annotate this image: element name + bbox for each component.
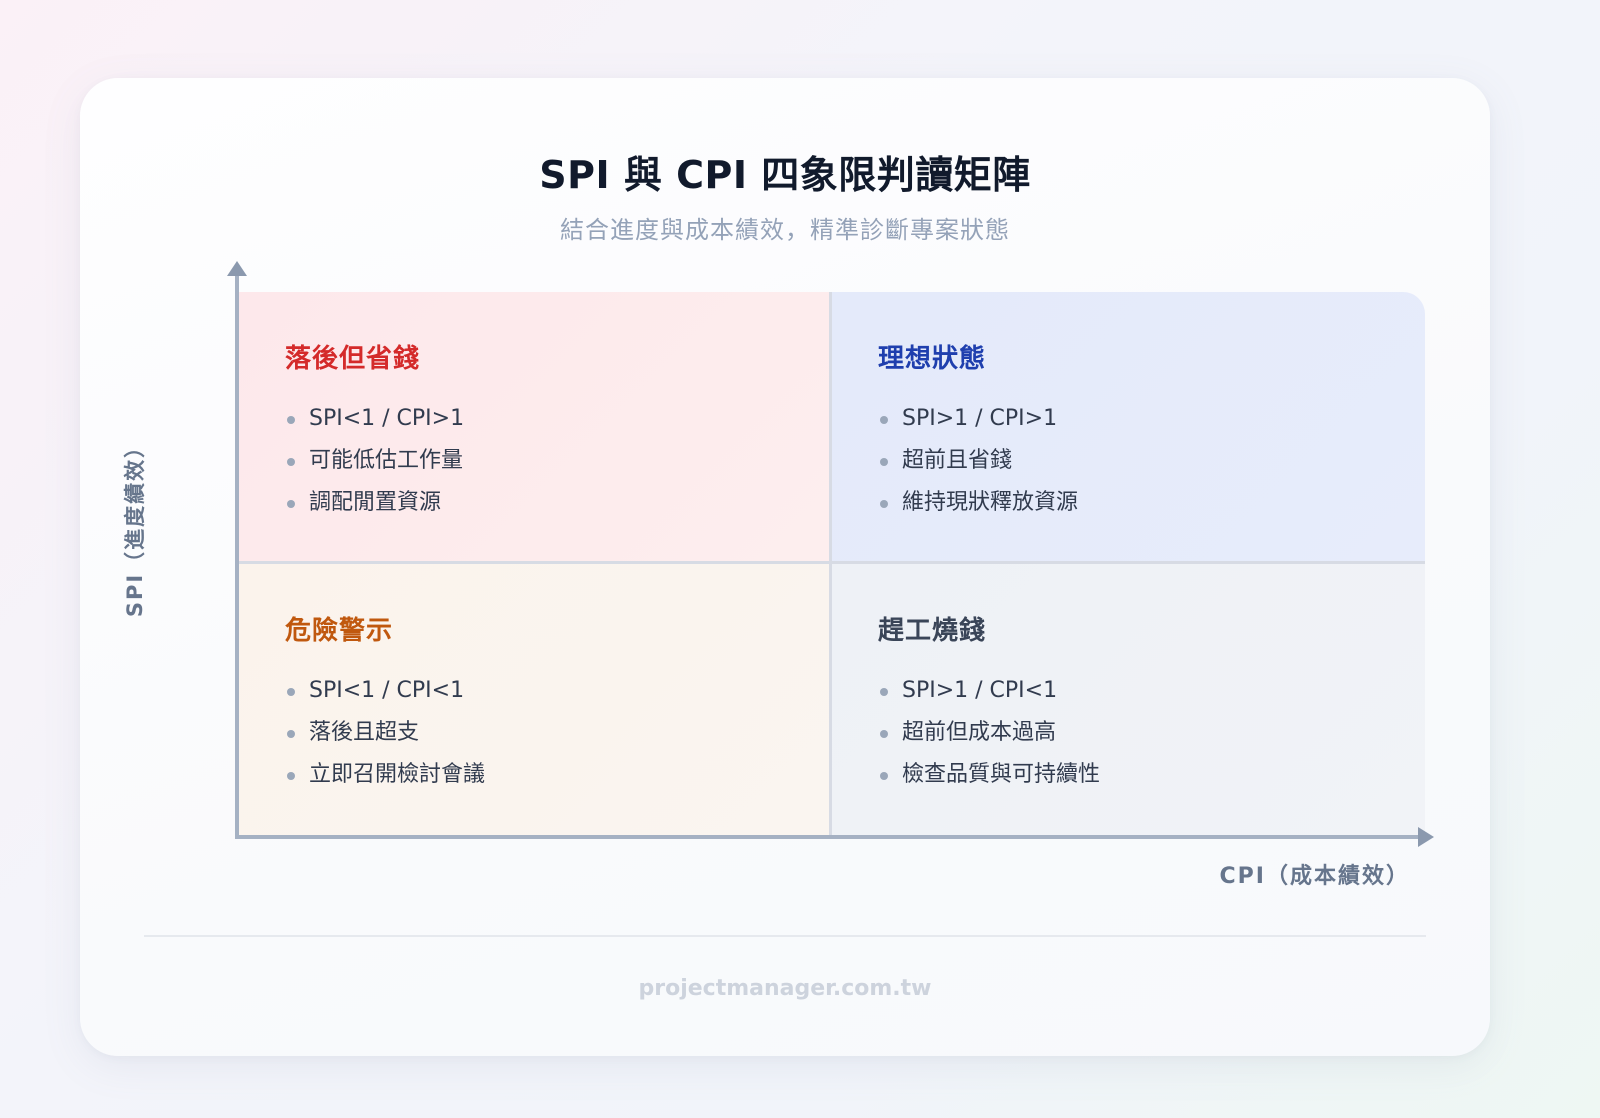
list-item: 檢查品質與可持續性: [878, 759, 1425, 801]
page-title: SPI 與 CPI 四象限判讀矩陣: [539, 153, 1031, 197]
quadrant-top-right: 理想狀態 SPI>1 / CPI>1 超前且省錢 維持現狀釋放資源: [832, 292, 1425, 564]
quadrant-list: SPI<1 / CPI>1 可能低估工作量 調配閒置資源: [285, 403, 829, 529]
y-axis-line: [235, 274, 239, 838]
quadrant-title: 理想狀態: [878, 344, 987, 374]
quadrant-bottom-right: 趕工燒錢 SPI>1 / CPI<1 超前但成本過高 檢查品質與可持續性: [832, 564, 1425, 837]
quadrant-list: SPI<1 / CPI<1 落後且超支 立即召開檢討會議: [285, 675, 829, 801]
arrow-right-icon: [1418, 827, 1434, 847]
page-subtitle: 結合進度與成本績效，精準診斷專案狀態: [560, 216, 1010, 244]
list-item: 維持現狀釋放資源: [878, 487, 1425, 529]
quadrant-title: 趕工燒錢: [878, 616, 987, 646]
quadrant-bottom-left: 危險警示 SPI<1 / CPI<1 落後且超支 立即召開檢討會議: [239, 564, 832, 837]
list-item: 調配閒置資源: [285, 487, 829, 529]
list-item: 超前且省錢: [878, 445, 1425, 487]
list-item: 立即召開檢討會議: [285, 759, 829, 801]
x-axis-line: [235, 835, 1420, 839]
quadrant-list: SPI>1 / CPI<1 超前但成本過高 檢查品質與可持續性: [878, 675, 1425, 801]
list-item: SPI<1 / CPI<1: [285, 675, 829, 717]
list-item: SPI>1 / CPI<1: [878, 675, 1425, 717]
quadrant-grid: 落後但省錢 SPI<1 / CPI>1 可能低估工作量 調配閒置資源 理想狀態 …: [239, 292, 1425, 837]
quadrant-title: 落後但省錢: [285, 344, 421, 374]
list-item: SPI>1 / CPI>1: [878, 403, 1425, 445]
quadrant-list: SPI>1 / CPI>1 超前且省錢 維持現狀釋放資源: [878, 403, 1425, 529]
list-item: 落後且超支: [285, 717, 829, 759]
x-axis-label: CPI（成本績效）: [1219, 864, 1410, 889]
footer-divider: [144, 935, 1426, 937]
matrix-card: SPI 與 CPI 四象限判讀矩陣 結合進度與成本績效，精準診斷專案狀態 SPI…: [80, 78, 1490, 1056]
list-item: 超前但成本過高: [878, 717, 1425, 759]
quadrant-top-left: 落後但省錢 SPI<1 / CPI>1 可能低估工作量 調配閒置資源: [239, 292, 832, 564]
quadrant-title: 危險警示: [285, 616, 394, 646]
footer-source: projectmanager.com.tw: [638, 976, 932, 1001]
list-item: SPI<1 / CPI>1: [285, 403, 829, 445]
list-item: 可能低估工作量: [285, 445, 829, 487]
arrow-up-icon: [227, 261, 247, 276]
